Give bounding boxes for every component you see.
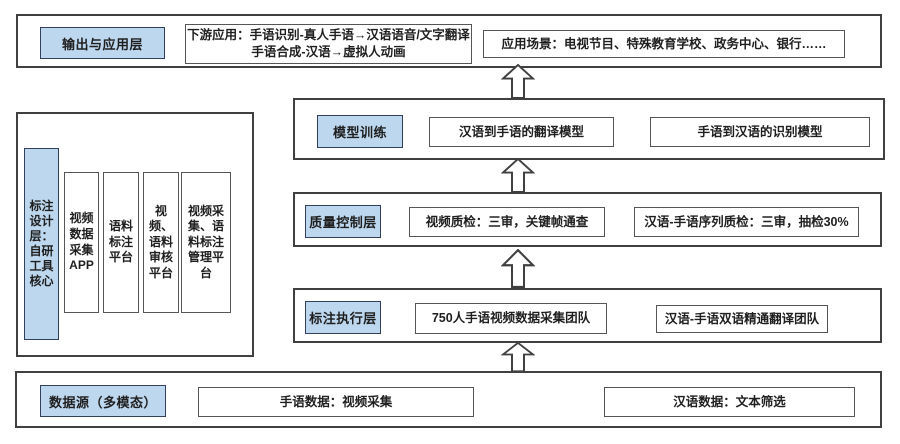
quality-layer-container: 质量控制层 视频质检：三审，关键帧通查 汉语-手语序列质检：三审，抽检30% [293,192,882,247]
sequence-qc-text: 汉语-手语序列质检：三审，抽检30% [644,214,849,229]
chinese-data-box: 汉语数据：文本筛选 [604,387,855,417]
cn-to-sign-model-box: 汉语到手语的翻译模型 [429,117,614,147]
translation-team-text: 汉语-手语双语精通翻译团队 [664,311,820,326]
execution-layer-container: 标注执行层 750人手语视频数据采集团队 汉语-手语双语精通翻译团队 [293,288,882,343]
collection-team-text: 750人手语视频数据采集团队 [431,311,591,326]
application-scenarios-box: 应用场景：电视节目、特殊教育学校、政务中心、银行…… [483,30,845,58]
downstream-apps-line1: 下游应用：手语识别-真人手语→汉语语音/文字翻译 [187,28,470,43]
collection-team-box: 750人手语视频数据采集团队 [415,303,607,334]
sign-data-text: 手语数据：视频采集 [279,394,393,409]
execution-layer-label: 标注执行层 [305,301,381,334]
downstream-apps-box: 下游应用：手语识别-真人手语→汉语语音/文字翻译 手语合成-汉语→虚拟人动画 [185,24,472,64]
sign-to-cn-model-box: 手语到汉语的识别模型 [650,117,870,147]
up-arrow-icon [501,249,535,288]
output-layer-container: 输出与应用层 下游应用：手语识别-真人手语→汉语语音/文字翻译 手语合成-汉语→… [16,14,882,68]
tool-management-platform: 视频采集、语料标注管理平台 [181,172,231,313]
application-scenarios-text: 应用场景：电视节目、特殊教育学校、政务中心、银行…… [501,36,827,51]
tool-corpus-annotation-platform: 语料标注平台 [103,172,139,313]
downstream-apps-line2: 手语合成-汉语→虚拟人动画 [251,45,406,59]
datasource-layer-label: 数据源（多模态） [40,385,166,417]
video-qc-text: 视频质检：三审，关键帧通查 [425,214,589,229]
tool-video-collect-app: 视频数据采集APP [64,172,99,313]
translation-team-box: 汉语-手语双语精通翻译团队 [656,305,828,333]
up-arrow-icon [501,342,535,372]
model-layer-container: 模型训练 汉语到手语的翻译模型 手语到汉语的识别模型 [293,98,885,160]
up-arrow-icon [501,158,535,193]
design-layer-container: 标注设计层：自研工具核心 视频数据采集APP 语料标注平台 视频、语料审核平台 … [16,112,254,357]
quality-layer-label: 质量控制层 [305,205,381,238]
tool-review-platform: 视频、语料审核平台 [143,172,179,313]
sequence-qc-box: 汉语-手语序列质检：三审，抽检30% [634,207,859,237]
video-qc-box: 视频质检：三审，关键帧通查 [409,207,605,237]
sign-to-cn-model-text: 手语到汉语的识别模型 [697,124,823,139]
up-arrow-icon [501,64,535,99]
design-layer-label: 标注设计层：自研工具核心 [24,148,59,340]
model-layer-label: 模型训练 [317,115,403,148]
chinese-data-text: 汉语数据：文本筛选 [673,394,786,409]
output-layer-label: 输出与应用层 [40,27,165,59]
datasource-layer-container: 数据源（多模态） 手语数据：视频采集 汉语数据：文本筛选 [15,371,882,428]
cn-to-sign-model-text: 汉语到手语的翻译模型 [458,124,584,139]
sign-data-box: 手语数据：视频采集 [198,387,474,417]
